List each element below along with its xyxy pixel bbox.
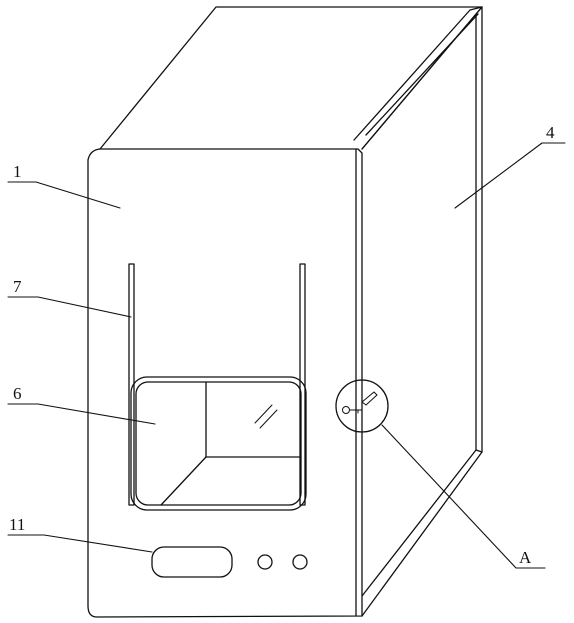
handle [151,546,233,578]
label-4: 4 [546,123,555,142]
knob-left [257,554,273,570]
window-frame-outer [130,376,307,511]
glass-reflection-2 [259,409,278,429]
glass-reflection-1 [254,404,273,424]
leader-7 [7,296,132,318]
detail-circle [335,379,389,433]
label-7: 7 [13,277,22,296]
guide-rails [128,263,306,506]
control-area [151,546,308,578]
guide-rail-left [128,263,135,506]
leader-6 [7,403,156,425]
cabinet-top-face [87,6,483,161]
knob-right [292,554,308,570]
label-11: 11 [9,515,25,534]
callout-labels: 1 4 7 6 11 A [9,123,555,567]
viewing-window [130,376,307,511]
leader-11 [7,534,153,553]
label-a: A [519,548,532,567]
front-panel [87,148,363,618]
cabinet-bottom-bevel [361,449,483,597]
detail-a [335,379,389,433]
leader-lines [7,142,566,569]
leader-4 [454,142,566,209]
guide-rail-right [299,263,306,506]
window-diagonal-edge [160,456,207,506]
key-icon [342,391,378,414]
label-6: 6 [13,384,22,403]
cabinet [87,6,483,618]
leader-a [381,424,546,569]
cabinet-top-rim [353,6,483,141]
label-1: 1 [13,162,22,181]
window-frame-inner [135,381,302,506]
side-panel [361,6,483,617]
leader-1 [7,181,121,209]
